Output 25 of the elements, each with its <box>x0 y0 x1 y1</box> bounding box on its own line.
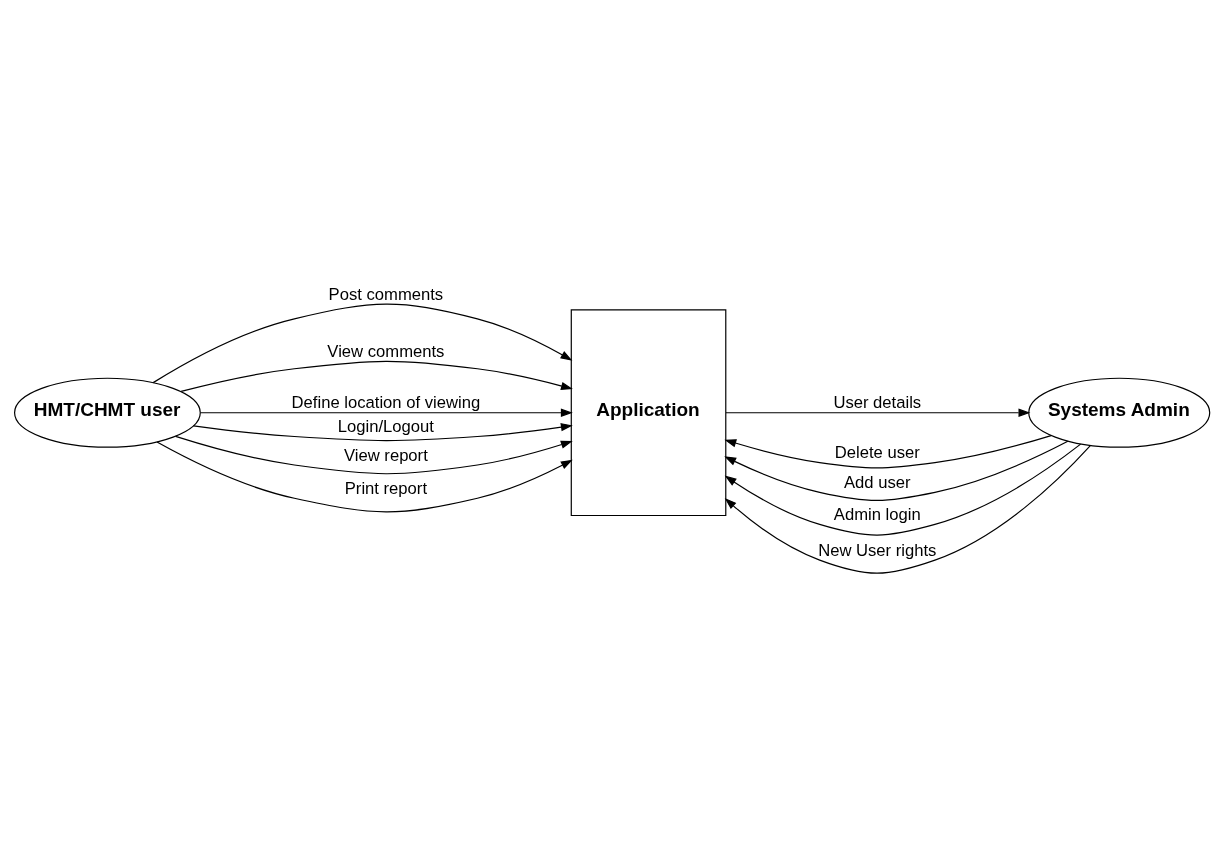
arrow <box>724 434 1052 468</box>
arrow <box>724 440 1069 501</box>
edge-label: New User rights <box>818 540 937 560</box>
arrow <box>192 422 573 441</box>
arrow <box>156 441 573 512</box>
edge-label: View comments <box>327 341 445 361</box>
edge-label: View report <box>343 445 428 464</box>
arrow <box>725 408 1031 417</box>
arrow <box>724 444 1091 574</box>
arrow <box>200 408 573 417</box>
arrow <box>175 435 573 474</box>
node-box: Application <box>570 308 727 516</box>
edge-label: Print report <box>344 478 428 498</box>
arrow <box>180 360 573 392</box>
node-ellipse: Systems Admin <box>1028 377 1211 448</box>
arrow <box>152 303 573 383</box>
edge-label: Define location of viewing <box>291 392 481 412</box>
edge-label: Delete user <box>834 442 920 462</box>
edge-label: Post comments <box>328 284 444 304</box>
arrow <box>724 443 1082 536</box>
edge-label: User details <box>833 392 922 412</box>
edge-label: Login/Logout <box>337 416 434 436</box>
edge-label: Add user <box>844 472 911 492</box>
node-ellipse: HMT/CHMT user <box>14 377 201 448</box>
edge-label: Admin login <box>833 504 921 524</box>
